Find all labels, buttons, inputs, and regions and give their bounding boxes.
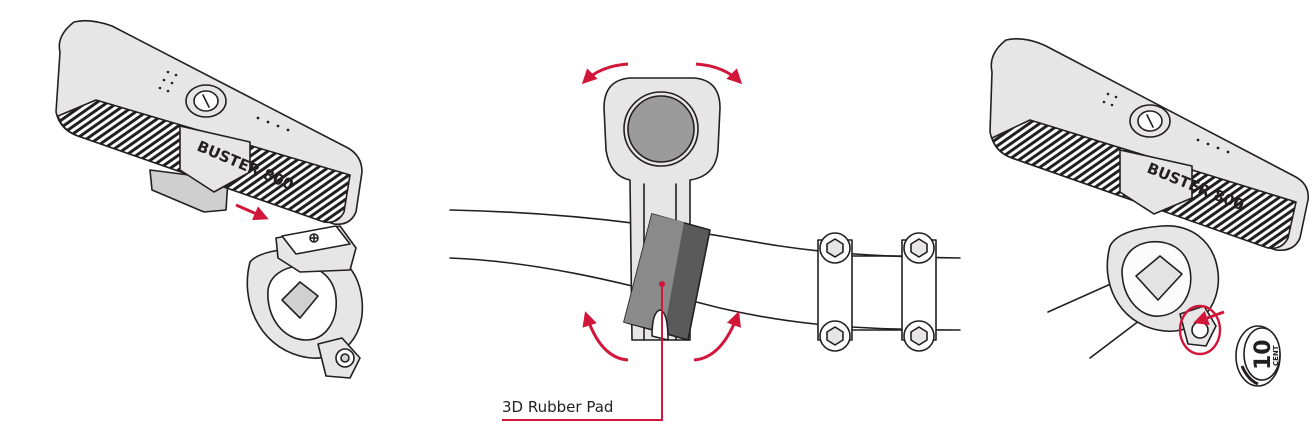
- rubber-pad-callout-line: [502, 284, 663, 421]
- rubber-pad-callout-label: 3D Rubber Pad: [502, 398, 613, 416]
- 3d-rubber-pad: [623, 213, 711, 341]
- right-light-texture-dots: [1102, 92, 1230, 154]
- rotate-arrow-top-right: [695, 62, 743, 85]
- insert-direction-arrow: [235, 203, 269, 221]
- coin-value: 10: [1251, 339, 1276, 370]
- mounted-headlight-body: BUSTER 800: [989, 38, 1310, 252]
- press-latch-arrow: [1193, 310, 1225, 326]
- mount-lens: [627, 95, 695, 163]
- handlebar-mount-clamp: [246, 225, 364, 379]
- mounted-clamp: [1106, 225, 1220, 333]
- rotate-arrow-top-left: [581, 62, 629, 85]
- handlebar-bottom-line: [449, 257, 961, 331]
- middle-panel: 3D Rubber Pad: [449, 62, 961, 421]
- bolt-bottom-right: [903, 320, 935, 352]
- latch-highlight-circle: [1178, 304, 1222, 356]
- coin-unit: CENT: [1272, 345, 1280, 366]
- light-texture-dots: [158, 70, 290, 132]
- headlight-body: BUSTER 800: [55, 19, 363, 226]
- handlebar-clamp-bolts: [817, 232, 937, 352]
- rotate-arrow-bottom-left: [582, 311, 629, 362]
- release-latch: [1178, 304, 1225, 356]
- rotate-arrow-bottom-right: [693, 311, 741, 362]
- left-panel: BUSTER 800: [55, 19, 364, 379]
- bolt-bottom-left: [819, 320, 851, 352]
- ten-cent-coin: 10 CENT: [1235, 325, 1281, 387]
- right-power-button[interactable]: [1129, 104, 1171, 138]
- rotation-arrows: [581, 62, 743, 362]
- bolt-top-left: [819, 232, 851, 264]
- right-panel: BUSTER 800 10 CENT: [989, 38, 1310, 387]
- bolt-top-right: [903, 232, 935, 264]
- power-button[interactable]: [185, 84, 227, 118]
